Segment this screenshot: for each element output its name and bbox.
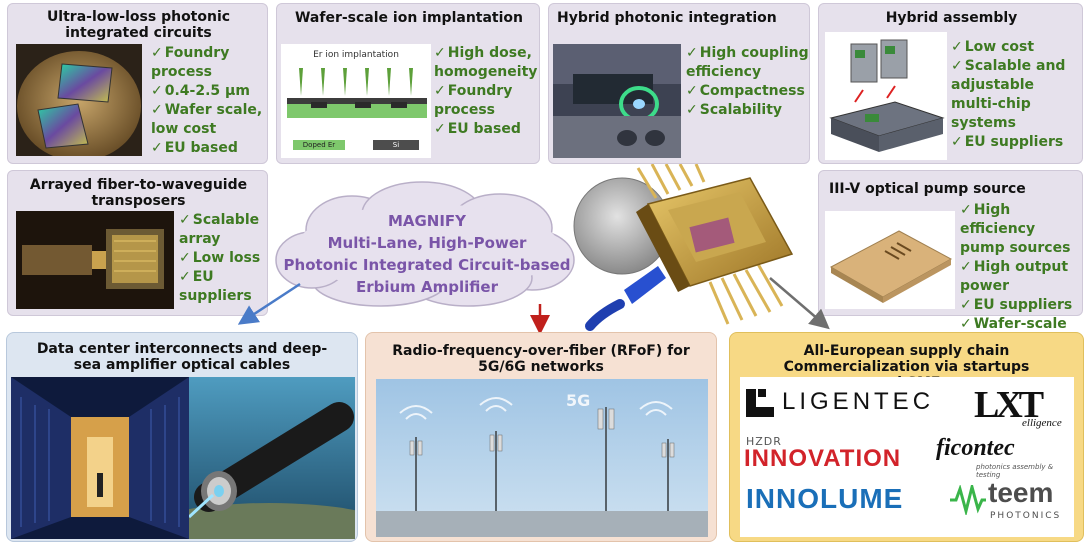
check-item: ✓Wafer scale, low cost	[151, 102, 263, 137]
check-item: ✓High dose, homogeneity	[434, 45, 538, 80]
hybrid-integration-checks: ✓High coupling efficiency ✓Compactness ✓…	[686, 44, 809, 120]
magnify-cloud	[272, 180, 582, 310]
innovation-text: INNOVATION	[744, 445, 902, 472]
pump-chip-image	[825, 211, 955, 309]
ion-implantation-diagram: Er ion implantation Doped Er Si	[281, 44, 431, 158]
ulp-coin-image	[16, 44, 142, 156]
check-item: ✓Scalable array	[179, 212, 260, 247]
module-image	[560, 163, 820, 344]
panel-supply: All-European supply chain Commercializat…	[729, 332, 1084, 542]
panel-hybrid-integration: Hybrid photonic integration ✓High coupli…	[548, 3, 810, 164]
ligentec-text: LIGENTEC	[782, 388, 935, 415]
hzdr-text: HZDR	[746, 435, 782, 448]
check-item: ✓High output power	[960, 259, 1069, 294]
arrayed-fiber-image	[16, 211, 174, 309]
teem-text: teem	[988, 477, 1054, 508]
check-item: ✓Foundry process	[151, 45, 230, 80]
cloud-line-2: Multi-Lane, High-Power	[327, 234, 527, 252]
wafer-checks: ✓High dose, homogeneity ✓Foundry process…	[434, 44, 539, 139]
check-item: ✓Foundry process	[434, 83, 513, 118]
arrayed-checks: ✓Scalable array ✓Low loss ✓EU suppliers	[179, 211, 265, 306]
innolume-logo: INNOLUME	[746, 481, 926, 521]
panel-hybrid-assembly: Hybrid assembly ✓Low cost ✓Scalable and …	[818, 3, 1083, 164]
tower-5g-label: 5G	[566, 391, 591, 410]
cloud-line-1: MAGNIFY	[387, 212, 467, 230]
diagram-label: Er ion implantation	[313, 50, 399, 60]
panel-title: III-V optical pump source	[829, 181, 1026, 197]
ficontec-text: ficontec	[936, 435, 1015, 461]
lxt-logo: LXT elligence	[974, 381, 1070, 437]
panel-wafer: Wafer-scale ion implantation Er ion impl…	[276, 3, 540, 164]
panel-datacenter: Data center interconnects and deep-sea a…	[6, 332, 358, 542]
panel-title: Arrayed fiber-to-waveguide transposers	[29, 177, 248, 209]
check-item: ✓Scalability	[686, 102, 783, 118]
hzdr-innovation-logo: HZDR INNOVATION	[744, 435, 930, 475]
hybrid-integration-image	[553, 44, 681, 158]
panel-title: Hybrid assembly	[885, 10, 1018, 26]
cloud-line-4: Erbium Amplifier	[355, 278, 498, 296]
check-item: ✓Wafer-scale	[960, 316, 1067, 332]
panel-title: Wafer-scale ion implantation	[294, 10, 524, 26]
ficontec-logo: ficontec photonics assembly & testing	[936, 435, 1072, 479]
legend-si: Si	[392, 141, 400, 149]
check-item: ✓EU based	[434, 121, 521, 137]
teem-sub: PHOTONICS	[990, 511, 1062, 521]
deep-sea-cable-image	[189, 377, 355, 539]
cloud-line-3: Photonic Integrated Circuit-based	[283, 256, 571, 274]
innolume-text: INNOLUME	[746, 483, 904, 514]
check-item: ✓High efficiency pump sources	[960, 202, 1071, 256]
teem-photonics-logo: teem PHOTONICS	[950, 477, 1072, 527]
check-item: ✓EU suppliers	[960, 297, 1073, 313]
panel-rfof: Radio-frequency-over-fiber (RFoF) for 5G…	[365, 332, 717, 542]
check-item: ✓Low cost	[951, 39, 1035, 55]
panel-title: Ultra-low-loss photonic integrated circu…	[46, 9, 231, 41]
check-item: ✓EU based	[151, 140, 238, 156]
ulp-checks: ✓Foundry process ✓0.4-2.5 µm ✓Wafer scal…	[151, 44, 265, 158]
lxt-sub: elligence	[1022, 417, 1062, 429]
ficontec-sub: photonics assembly & testing	[976, 463, 1054, 479]
hybrid-assembly-image	[825, 32, 947, 160]
logos-area: LIGENTEC LXT elligence HZDR INNOVATION f…	[740, 377, 1074, 537]
check-item: ✓0.4-2.5 µm	[151, 83, 250, 99]
datacenter-image	[11, 377, 189, 539]
check-item: ✓EU suppliers	[951, 134, 1064, 150]
cell-tower-image: 5G	[376, 379, 708, 537]
check-item: ✓EU suppliers	[179, 269, 252, 304]
ligentec-logo: LIGENTEC	[746, 387, 946, 419]
panel-title: Radio-frequency-over-fiber (RFoF) for 5G…	[392, 343, 690, 375]
check-item: ✓Scalable and adjustable multi-chip syst…	[951, 58, 1066, 131]
panel-pump: III-V optical pump source ✓High efficien…	[818, 170, 1083, 332]
panel-title: Hybrid photonic integration	[557, 10, 777, 26]
check-item: ✓Compactness	[686, 83, 805, 99]
lxt-mark: LXT	[974, 384, 1044, 426]
check-item: ✓Low loss	[179, 250, 261, 266]
check-item: ✓High coupling efficiency	[686, 45, 809, 80]
panel-ulp: Ultra-low-loss photonic integrated circu…	[7, 3, 268, 164]
panel-title: Data center interconnects and deep-sea a…	[36, 341, 328, 373]
pump-checks: ✓High efficiency pump sources ✓High outp…	[960, 201, 1082, 334]
legend-doped-er: Doped Er	[302, 141, 336, 149]
panel-arrayed: Arrayed fiber-to-waveguide transposers ✓…	[7, 170, 268, 316]
hybrid-assembly-checks: ✓Low cost ✓Scalable and adjustable multi…	[951, 38, 1079, 152]
